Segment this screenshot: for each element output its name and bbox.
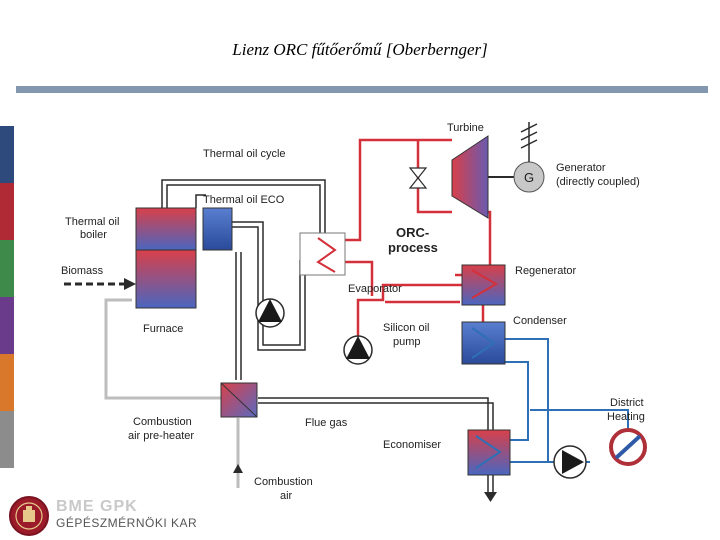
- label-combustion-preheater-2: air pre-heater: [128, 430, 194, 442]
- thermal-oil-pump-triangle: [258, 299, 282, 322]
- condenser-coil: [471, 327, 496, 359]
- label-generator-1: Generator: [556, 162, 606, 174]
- furnace: [135, 249, 197, 309]
- regenerator-coil: [471, 269, 498, 299]
- orc-cycle-lines: [345, 138, 492, 350]
- label-district-heating-1: District: [610, 397, 644, 409]
- label-district-heating-2: Heating: [607, 411, 645, 423]
- condenser: [461, 321, 506, 365]
- label-thermal-oil-boiler-1: Thermal oil: [65, 216, 119, 228]
- label-thermal-oil-eco: Thermal oil ECO: [203, 194, 285, 206]
- label-evaporator: Evaporator: [348, 283, 402, 295]
- page-title: Lienz ORC fűtőerőmű [Oberbernger]: [232, 40, 488, 59]
- biomass-arrow: [124, 278, 136, 290]
- label-combustion-air-2: air: [280, 490, 293, 502]
- regenerator: [461, 264, 506, 306]
- thermal-oil-eco: [202, 207, 233, 251]
- title-rule: [16, 86, 708, 93]
- sidebar-block-2: [0, 183, 14, 240]
- grid-mark-3: [520, 139, 538, 149]
- bypass-valve-bottom: [408, 177, 428, 189]
- label-thermal-oil-cycle: Thermal oil cycle: [203, 148, 286, 160]
- silicon-oil-pump-triangle: [346, 336, 370, 359]
- district-heating-consumer-slash: [614, 434, 642, 460]
- preheater-diagonal: [220, 382, 258, 418]
- logo-sub-text: GÉPÉSZMÉRNÖKI KAR: [56, 516, 198, 530]
- logo-main-text: BME GPK: [56, 498, 138, 515]
- evaporator-coil: [316, 237, 337, 273]
- label-furnace: Furnace: [143, 323, 183, 335]
- combustion-air-lines: [104, 298, 240, 488]
- logo-wordmark: BME GPK GÉPÉSZMÉRNÖKI KAR: [56, 498, 197, 530]
- label-biomass: Biomass: [61, 265, 104, 277]
- combustion-air-arrow: [233, 464, 243, 473]
- sidebar-block-6: [0, 411, 14, 468]
- sidebar-color-strip: [0, 126, 14, 468]
- label-thermal-oil-boiler-2: boiler: [80, 229, 107, 241]
- label-silicon-oil-pump-2: pump: [393, 336, 421, 348]
- sidebar-block-3: [0, 240, 14, 297]
- bypass-valve-top: [408, 167, 428, 179]
- district-heating-pump-triangle: [562, 450, 584, 474]
- economiser: [467, 429, 511, 476]
- label-orc-process-1: ORC-: [396, 225, 429, 240]
- label-regenerator: Regenerator: [515, 265, 576, 277]
- turbine: [451, 135, 489, 219]
- label-silicon-oil-pump-1: Silicon oil: [383, 322, 429, 334]
- grid-mark-2: [520, 131, 538, 141]
- label-condenser: Condenser: [513, 315, 567, 327]
- evaporator: [299, 232, 346, 276]
- sidebar-block-4: [0, 297, 14, 354]
- label-economiser: Economiser: [383, 439, 441, 451]
- sidebar-block-1: [0, 126, 14, 183]
- sidebar-block-5: [0, 354, 14, 411]
- economiser-coil: [475, 435, 502, 469]
- thermal-oil-boiler: [135, 207, 197, 251]
- label-combustion-preheater-1: Combustion: [133, 416, 192, 428]
- label-turbine: Turbine: [447, 122, 484, 134]
- label-combustion-air-1: Combustion: [254, 476, 313, 488]
- label-flue-gas: Flue gas: [305, 417, 348, 429]
- flue-gas-exit-arrow: [484, 492, 497, 502]
- grid-mark-1: [520, 123, 538, 133]
- label-orc-process-2: process: [388, 240, 438, 255]
- generator-symbol: G: [524, 170, 534, 185]
- university-seal-logo: [9, 496, 49, 536]
- label-generator-2: (directly coupled): [556, 176, 640, 188]
